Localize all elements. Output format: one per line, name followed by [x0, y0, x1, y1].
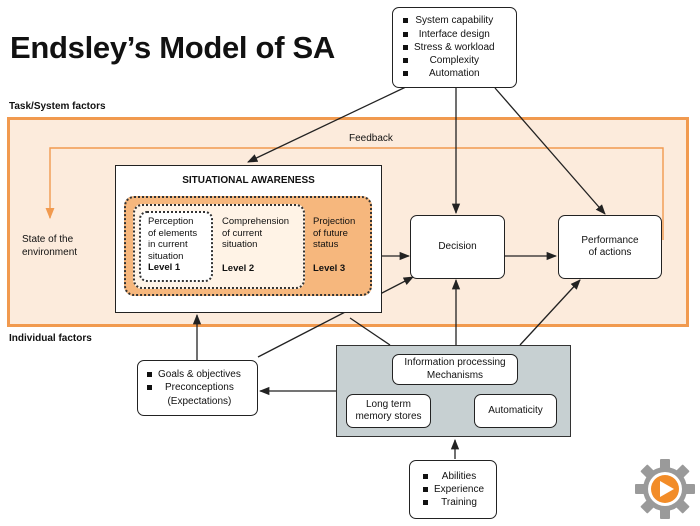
level3-line: status [313, 239, 339, 251]
grey-to-sa-line [349, 317, 391, 346]
goals-item-sub: (Expectations) [167, 395, 232, 407]
system-item: System capability [403, 15, 494, 27]
info-processing-line-1: Information processing [404, 357, 506, 368]
system-factors-list: System capability Interface design Stres… [402, 14, 495, 80]
level3-label: Level 3 [313, 262, 346, 274]
abilities-list: Abilities Experience Training [422, 470, 484, 510]
individual-factors-label: Individual factors [9, 333, 92, 344]
automaticity-label: Automaticity [488, 404, 543, 416]
goals-list: Goals & objectives Preconceptions (Expec… [146, 368, 241, 408]
performance-box: Performance of actions [558, 215, 662, 279]
level1-line: of elements [148, 227, 198, 239]
state-line-2: environment [22, 247, 78, 258]
info-processing-line-2: Mechanisms [426, 369, 484, 381]
performance-line-1: Performance [581, 234, 639, 246]
system-factors-box: System capability Interface design Stres… [392, 7, 517, 88]
level3-line: Projection [313, 216, 356, 227]
system-item: Stress & workload [403, 41, 495, 53]
long-term-memory-box: Long term memory stores [346, 394, 431, 428]
level2-label: Level 2 [222, 262, 255, 274]
abilities-item: Experience [422, 483, 485, 495]
abilities-item: Abilities [422, 470, 484, 483]
info-processing-box: Information processing Mechanisms [392, 354, 518, 385]
state-line-1: State of the [22, 234, 74, 245]
abilities-item: Training [422, 496, 484, 509]
level3-text: Projection of future status Level 3 [313, 216, 355, 274]
decision-box: Decision [410, 215, 505, 279]
automaticity-box: Automaticity [474, 394, 557, 428]
level2-text: Comprehension of current situation Level… [222, 216, 289, 274]
goals-box: Goals & objectives Preconceptions (Expec… [137, 360, 258, 416]
abilities-box: Abilities Experience Training [409, 460, 497, 519]
system-item: Automation [403, 67, 495, 80]
level1-line: in current [148, 239, 188, 251]
performance-line-2: of actions [588, 247, 632, 258]
level1-line: Perception [148, 216, 194, 227]
level2-line: Comprehension [222, 216, 290, 227]
sa-title: SITUATIONAL AWARENESS [182, 175, 315, 186]
feedback-label: Feedback [349, 133, 393, 144]
gear-play-logo-icon [633, 457, 697, 521]
system-to-sa-arrow [247, 84, 411, 163]
decision-label: Decision [438, 240, 477, 252]
level2-line: of current [222, 227, 263, 239]
task-system-factors-label: Task/System factors [9, 101, 106, 112]
grey-to-performance-arrow [519, 279, 581, 346]
goals-to-decision-arrow [257, 276, 414, 358]
system-item: Interface design [403, 28, 495, 41]
long-term-line-2: memory stores [355, 411, 422, 422]
level1-text: Perception of elements in current situat… [148, 216, 197, 274]
system-item: Complexity [403, 54, 495, 67]
long-term-line-1: Long term [365, 398, 412, 410]
goals-item: Preconceptions [147, 381, 241, 394]
system-to-performance-arrow [494, 87, 606, 215]
level2-line: situation [222, 239, 258, 251]
state-of-environment-label: State of the environment [22, 233, 77, 259]
goals-item: Goals & objectives [147, 369, 241, 381]
level1-label: Level 1 [148, 262, 181, 274]
page-title: Endsley’s Model of SA [10, 30, 335, 65]
level3-line: of future [313, 227, 348, 239]
feedback-arrow [45, 147, 664, 240]
level1-line: situation [148, 250, 184, 262]
sa-level1-region [139, 211, 213, 282]
